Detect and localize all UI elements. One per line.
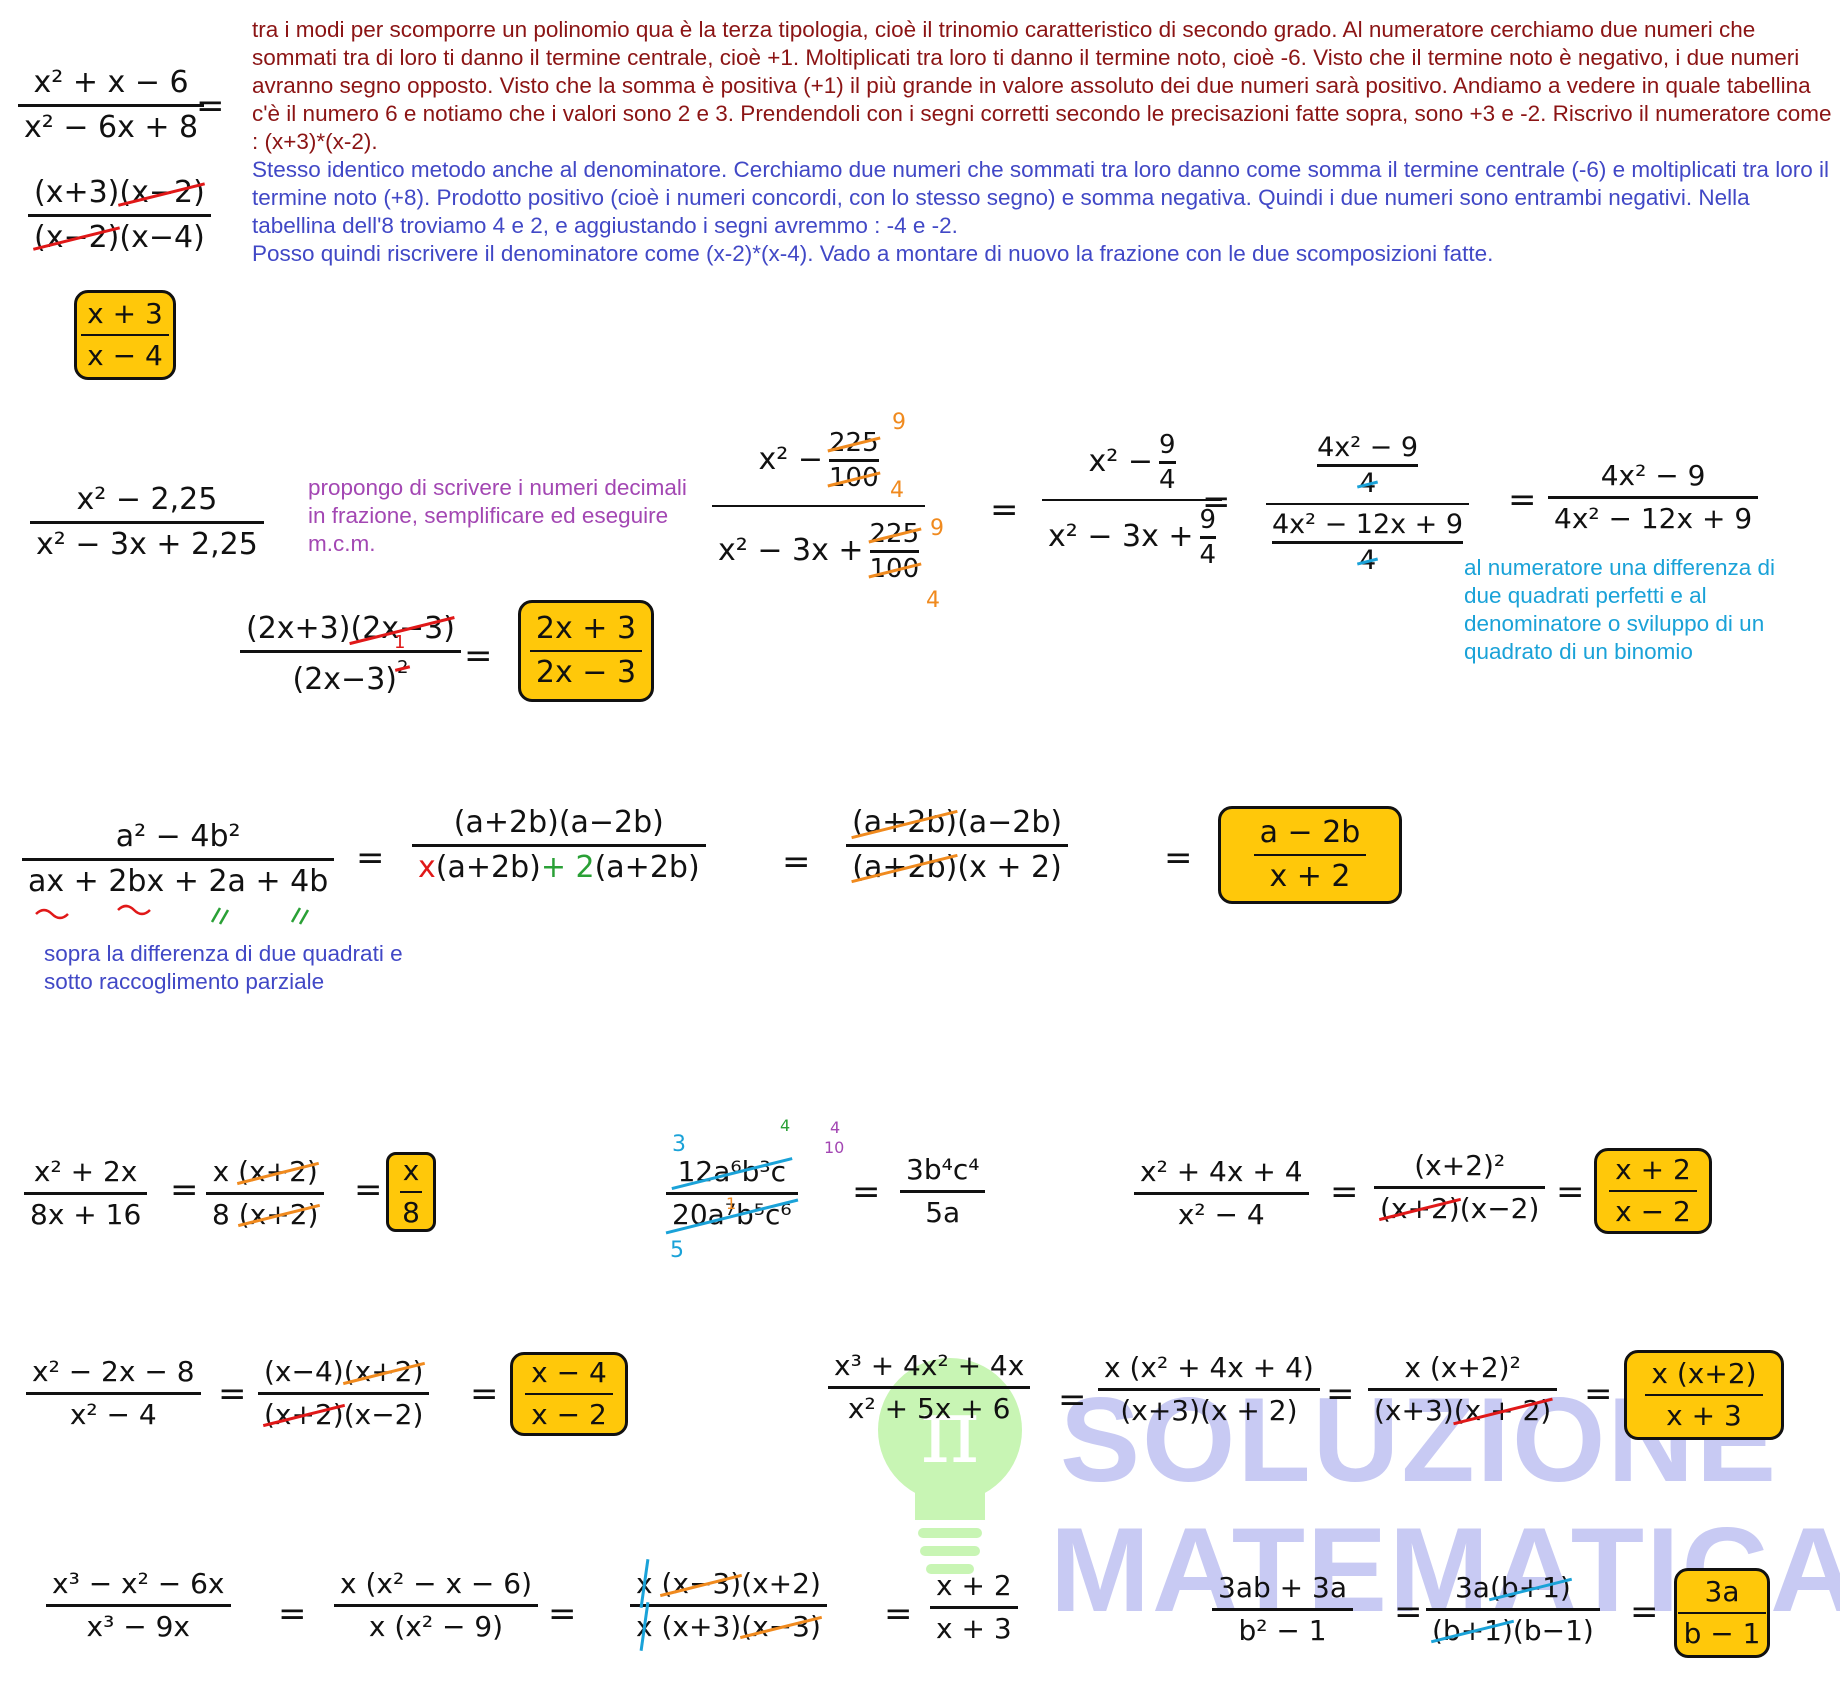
ex2-answer-box: 2x + 3 2x − 3 (518, 600, 654, 702)
ex7-fraction: x² − 2x − 8 x² − 4 (26, 1358, 201, 1429)
equals-sign: = (1326, 1374, 1355, 1414)
ex1-explanation-denominator: Stesso identico metodo anche al denomina… (252, 157, 1829, 238)
ex1-answer-box: x + 3 x − 4 (74, 290, 176, 380)
equals-sign: = (354, 1170, 383, 1210)
ex5-simplify-mark: 10 (824, 1138, 845, 1157)
equals-sign: = (548, 1594, 577, 1634)
ex2-step1: x² − 225 100 x² − 3x + 225 100 (712, 430, 926, 582)
ex10-answer-box: 3a b − 1 (1674, 1568, 1770, 1658)
ex8-step2: x (x+2)² (x+3)(x + 2) (1368, 1354, 1558, 1425)
ex9-fraction: x³ − x² − 6x x³ − 9x (46, 1570, 231, 1641)
ex9-step1: x (x² − x − 6) x (x² − 9) (334, 1570, 539, 1641)
ex6-answer-box: x + 2 x − 2 (1594, 1148, 1712, 1234)
ex1-factor: (x+3) (34, 175, 120, 210)
ex5-result: 3b⁴c⁴ 5a (900, 1156, 986, 1227)
equals-sign: = (1202, 482, 1231, 522)
equals-sign: = (1058, 1380, 1087, 1420)
ex4-answer-box: x 8 (386, 1152, 436, 1232)
equals-sign: = (1164, 838, 1193, 878)
ex1-fraction: x² + x − 6 x² − 6x + 8 (18, 65, 205, 145)
ex5-simplify-mark: 1 (726, 1194, 737, 1213)
ex4-fraction: x² + 2x 8x + 16 (24, 1158, 148, 1229)
ex2-simplify-mark: 4 (890, 478, 904, 503)
equals-sign: = (170, 1170, 199, 1210)
ex2-exponent-mark: 1 (394, 632, 406, 653)
equals-sign: = (1330, 1172, 1359, 1212)
ex7-step1: (x−4)(x+2) (x+2)(x−2) (258, 1358, 430, 1429)
ex1-factor: (x−4) (119, 219, 205, 255)
ex1-explanation-numerator: tra i modi per scomporre un polinomio qu… (252, 17, 1832, 154)
ex1-factored-fraction: (x+3)(x−2) (x−2)(x−4) (28, 178, 211, 253)
equals-sign: = (356, 838, 385, 878)
ex3-note: sopra la differenza di due quadrati e so… (44, 941, 403, 994)
ex2-simplify-mark: 9 (930, 516, 944, 541)
ex3-fraction: a² − 4b² ax + 2bx + 2a + 4b (22, 822, 335, 897)
equals-sign: = (1556, 1172, 1585, 1212)
ex1-numerator: x² + x − 6 (33, 65, 189, 100)
ex6-step1: (x+2)² (x+2)(x−2) (1374, 1152, 1546, 1223)
ex5-simplify-mark: 3 (672, 1132, 686, 1157)
ex2-step3: 4x² − 9 4 4x² − 12x + 9 4 (1266, 434, 1470, 574)
ex1-cancelled-factor: (x−2) (34, 219, 120, 255)
ex8-answer-box: x (x+2) x + 3 (1624, 1350, 1784, 1440)
svg-text:π: π (920, 1379, 979, 1484)
ex8-step1: x (x² + 4x + 4) (x+3)(x + 2) (1098, 1354, 1320, 1425)
ex8-fraction: x³ + 4x² + 4x x² + 5x + 6 (828, 1352, 1031, 1423)
equals-sign: = (1584, 1374, 1613, 1414)
equals-sign: = (852, 1172, 881, 1212)
equals-sign: = (1630, 1592, 1659, 1632)
ex3-answer-box: a − 2b x + 2 (1218, 806, 1402, 904)
ex2-simplify-mark: 4 (926, 588, 940, 613)
fraction-bar (18, 104, 205, 107)
ex2-fraction: x² − 2,25 x² − 3x + 2,25 (30, 485, 264, 560)
ex9-result: x + 2 x + 3 (930, 1572, 1018, 1643)
ex10-step1: 3a(b+1) (b+1)(b−1) (1426, 1574, 1600, 1645)
ex5-simplify-mark: 5 (670, 1238, 684, 1263)
ex7-answer-box: x − 4 x − 2 (510, 1352, 628, 1436)
ex5-simplify-mark: 4 (780, 1116, 791, 1135)
ex1-denominator: x² − 6x + 8 (24, 109, 199, 145)
lightbulb-pi-icon: π (878, 1358, 1022, 1574)
ex2-note: propongo di scrivere i numeri decimali i… (308, 475, 687, 556)
ex2-step2: x² − 9 4 x² − 3x + 9 4 (1042, 432, 1223, 568)
ex10-fraction: 3ab + 3a b² − 1 (1212, 1574, 1353, 1645)
ex2-simplify-mark: 9 (892, 410, 906, 435)
equals-sign: = (782, 842, 811, 882)
ex4-step1: x (x+2) 8 (x+2) (206, 1158, 325, 1229)
ex5-simplify-mark: 4 (830, 1118, 841, 1137)
ex2-step5: (2x+3)(2x−3) (2x−3)2 (240, 614, 461, 695)
ex5-fraction: 12a⁶b³c 20a⁷b⁵c⁶ (666, 1158, 798, 1229)
answer-denominator: x − 4 (87, 339, 163, 373)
ex3-step1: (a+2b)(a−2b) x(a+2b)+ 2(a+2b) (412, 808, 706, 883)
equals-sign: = (884, 1594, 913, 1634)
equals-sign: = (1394, 1592, 1423, 1632)
answer-numerator: x + 3 (87, 296, 163, 330)
equals-sign: = (990, 490, 1019, 530)
equals-sign: = (1508, 480, 1537, 520)
ex1-explanation: tra i modi per scomporre un polinomio qu… (252, 16, 1832, 268)
equals-sign: = (196, 86, 225, 126)
ex3-step2: (a+2b)(a−2b) (a+2b)(x + 2) (846, 808, 1069, 883)
grouping-marks (35, 904, 310, 925)
ex2-step4: 4x² − 9 4x² − 12x + 9 (1548, 462, 1759, 533)
equals-sign: = (464, 636, 493, 676)
fraction-bar (28, 214, 211, 217)
ex1-cancelled-factor: (x−2) (119, 175, 205, 210)
ex9-step2: x (x−3)(x+2) x (x+3)(x−3) (630, 1570, 827, 1641)
ex1-explanation-conclusion: Posso quindi riscrivere il denominatore … (252, 241, 1494, 266)
ex2-note-cyan: al numeratore una differenza di due quad… (1464, 555, 1776, 664)
equals-sign: = (278, 1594, 307, 1634)
ex6-fraction: x² + 4x + 4 x² − 4 (1134, 1158, 1309, 1229)
equals-sign: = (218, 1374, 247, 1414)
equals-sign: = (470, 1374, 499, 1414)
